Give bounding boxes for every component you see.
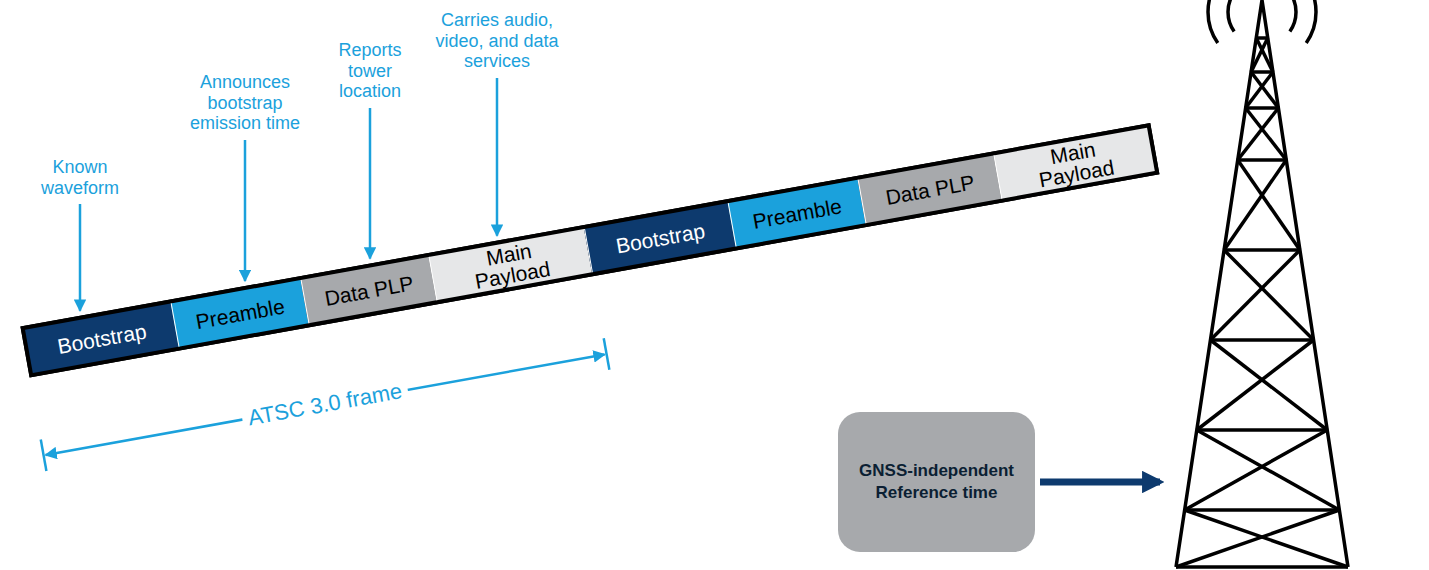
frame-label: ATSC 3.0 frame [240, 378, 410, 432]
callout-arrow [369, 108, 372, 259]
segment-label: Bootstrap [614, 219, 706, 256]
callout-arrow [244, 140, 247, 281]
callout-text: Carries audio, video, and data services [430, 10, 564, 72]
segment-label: Preamble [751, 195, 843, 232]
reference-time-box: GNSS-independent Reference time [838, 412, 1035, 552]
segment-label: Data PLP [323, 272, 415, 309]
segment-label: Main Payload [460, 235, 562, 293]
callout-arrow [79, 204, 82, 311]
frame-segment: Data PLP [301, 257, 437, 323]
segment-label: Bootstrap [56, 320, 148, 357]
callout-arrow [496, 78, 499, 236]
frame-segment: Main Payload [993, 128, 1154, 199]
frame-segment: Bootstrap [25, 303, 178, 373]
broadcast-tower [1176, 0, 1348, 567]
time-feed-arrow [1040, 479, 1160, 486]
frame-segment: Preamble [728, 180, 866, 247]
segment-label: Preamble [194, 295, 286, 332]
callout-text: Announces bootstrap emission time [180, 72, 310, 134]
callout-text: Reports tower location [328, 40, 412, 102]
frame-segment: Main Payload [429, 229, 592, 300]
segment-label: Data PLP [884, 171, 976, 208]
frame-segment: Bootstrap [584, 203, 735, 272]
frame-segment: Data PLP [858, 155, 1002, 223]
segment-label: Main Payload [1024, 134, 1126, 192]
frame-segment: Preamble [171, 280, 309, 347]
callout-text: Known waveform [32, 157, 128, 198]
frame-bar: BootstrapPreambleData PLPMain PayloadBoo… [20, 123, 1159, 377]
box-label: GNSS-independent Reference time [850, 460, 1023, 504]
